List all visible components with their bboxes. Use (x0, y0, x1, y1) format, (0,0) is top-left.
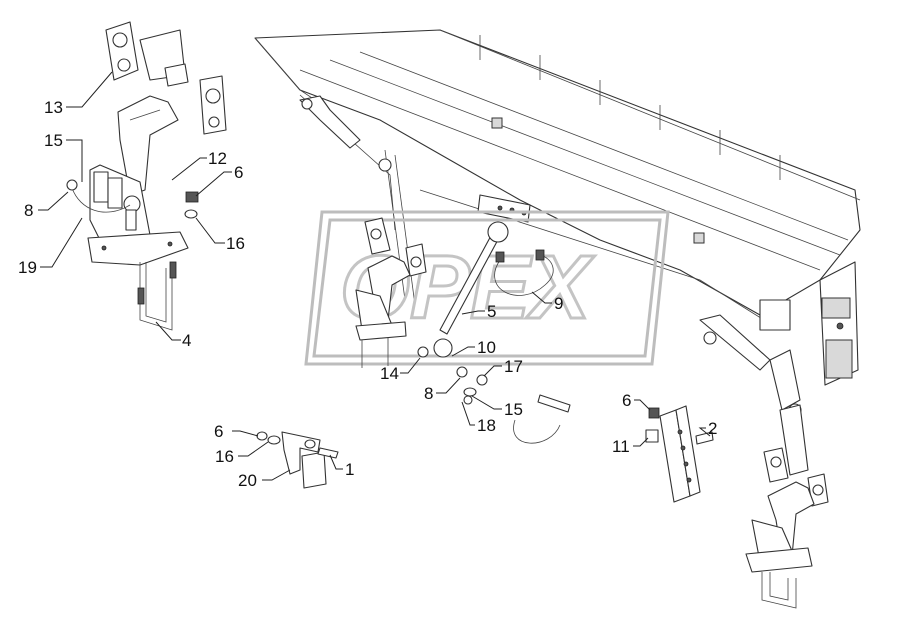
adjustment-bar-detail (645, 405, 714, 503)
callout-15: 15 (44, 131, 63, 150)
hitch-rod-detail-center (355, 217, 571, 444)
callout-11: 11 (612, 437, 630, 456)
hitch-bracket-detail-left (66, 21, 227, 331)
callout-20: 20 (238, 471, 257, 490)
callout-6-lower: 6 (214, 422, 223, 441)
callout-8: 8 (24, 201, 33, 220)
mounting-strap-detail (256, 431, 339, 489)
callout-12: 12 (208, 149, 227, 168)
callout-15-center: 15 (504, 400, 523, 419)
callout-10: 10 (477, 338, 496, 357)
callout-6-right: 6 (622, 391, 631, 410)
callout-9: 9 (554, 294, 563, 313)
callout-labels: 13 15 12 6 8 16 19 4 5 9 10 14 17 8 15 1… (18, 98, 717, 490)
callout-13: 13 (44, 98, 63, 117)
callout-16: 16 (226, 234, 245, 253)
callout-19: 19 (18, 258, 37, 277)
callout-14: 14 (380, 364, 399, 383)
callout-8-center: 8 (424, 384, 433, 403)
callout-5: 5 (487, 302, 496, 321)
callout-16-lower: 16 (215, 447, 234, 466)
callout-1: 1 (345, 460, 354, 479)
callout-18: 18 (477, 416, 496, 435)
hitch-bracket-detail-right (745, 447, 829, 609)
callout-2: 2 (708, 419, 717, 438)
callout-4: 4 (182, 331, 191, 350)
callout-17: 17 (504, 357, 523, 376)
leader-lines (38, 71, 711, 481)
callout-6: 6 (234, 163, 243, 182)
spreader-hopper (254, 29, 861, 476)
